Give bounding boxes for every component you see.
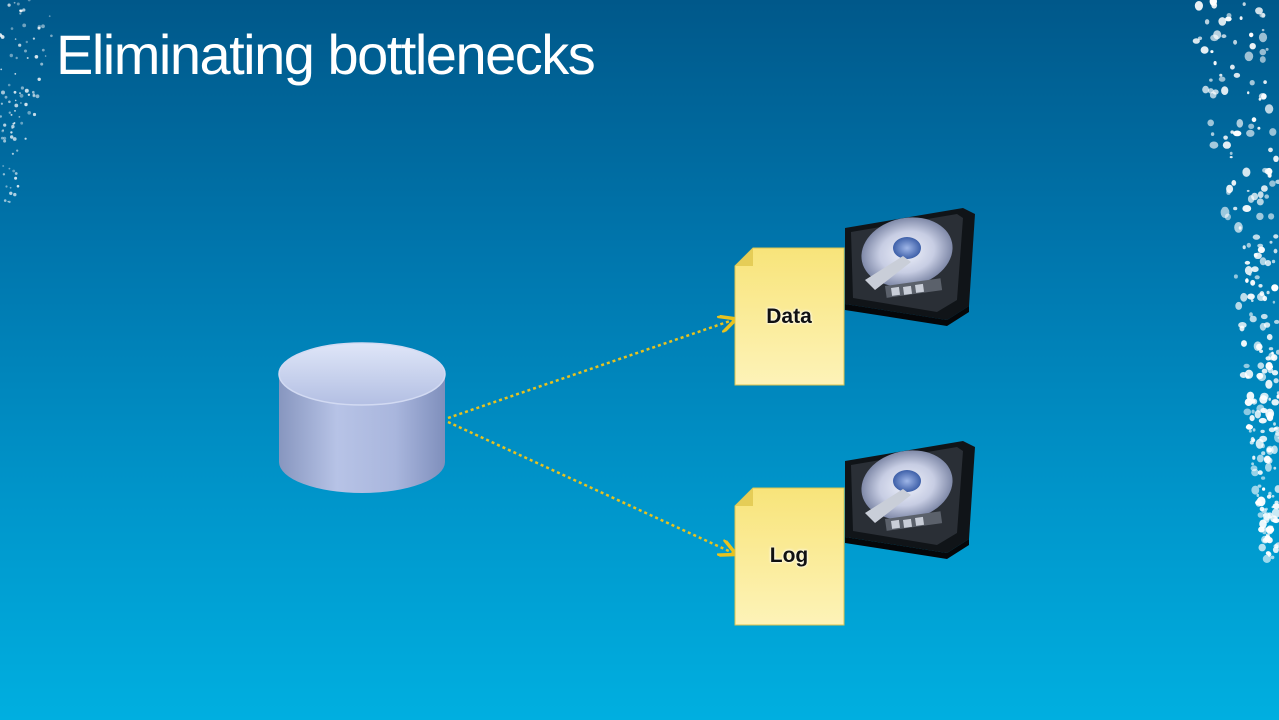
decorative-dot-pattern-left [0,0,53,204]
hard-drive-icon-log [845,441,975,559]
corner-dots-right [1189,0,1279,720]
connector-to-data [447,320,733,420]
slide-title: Eliminating bottlenecks [56,23,596,86]
connector-to-log [447,420,733,553]
data-file-label: Data [766,305,812,328]
file-icon-data [734,247,845,386]
file-icon-log [734,487,845,626]
decorative-dot-pattern-right [1192,0,1279,564]
hard-drive-icon-data [845,208,975,326]
corner-dots-left [0,0,60,210]
log-file-label: Log [769,544,809,567]
database-cylinder-icon [278,342,446,493]
